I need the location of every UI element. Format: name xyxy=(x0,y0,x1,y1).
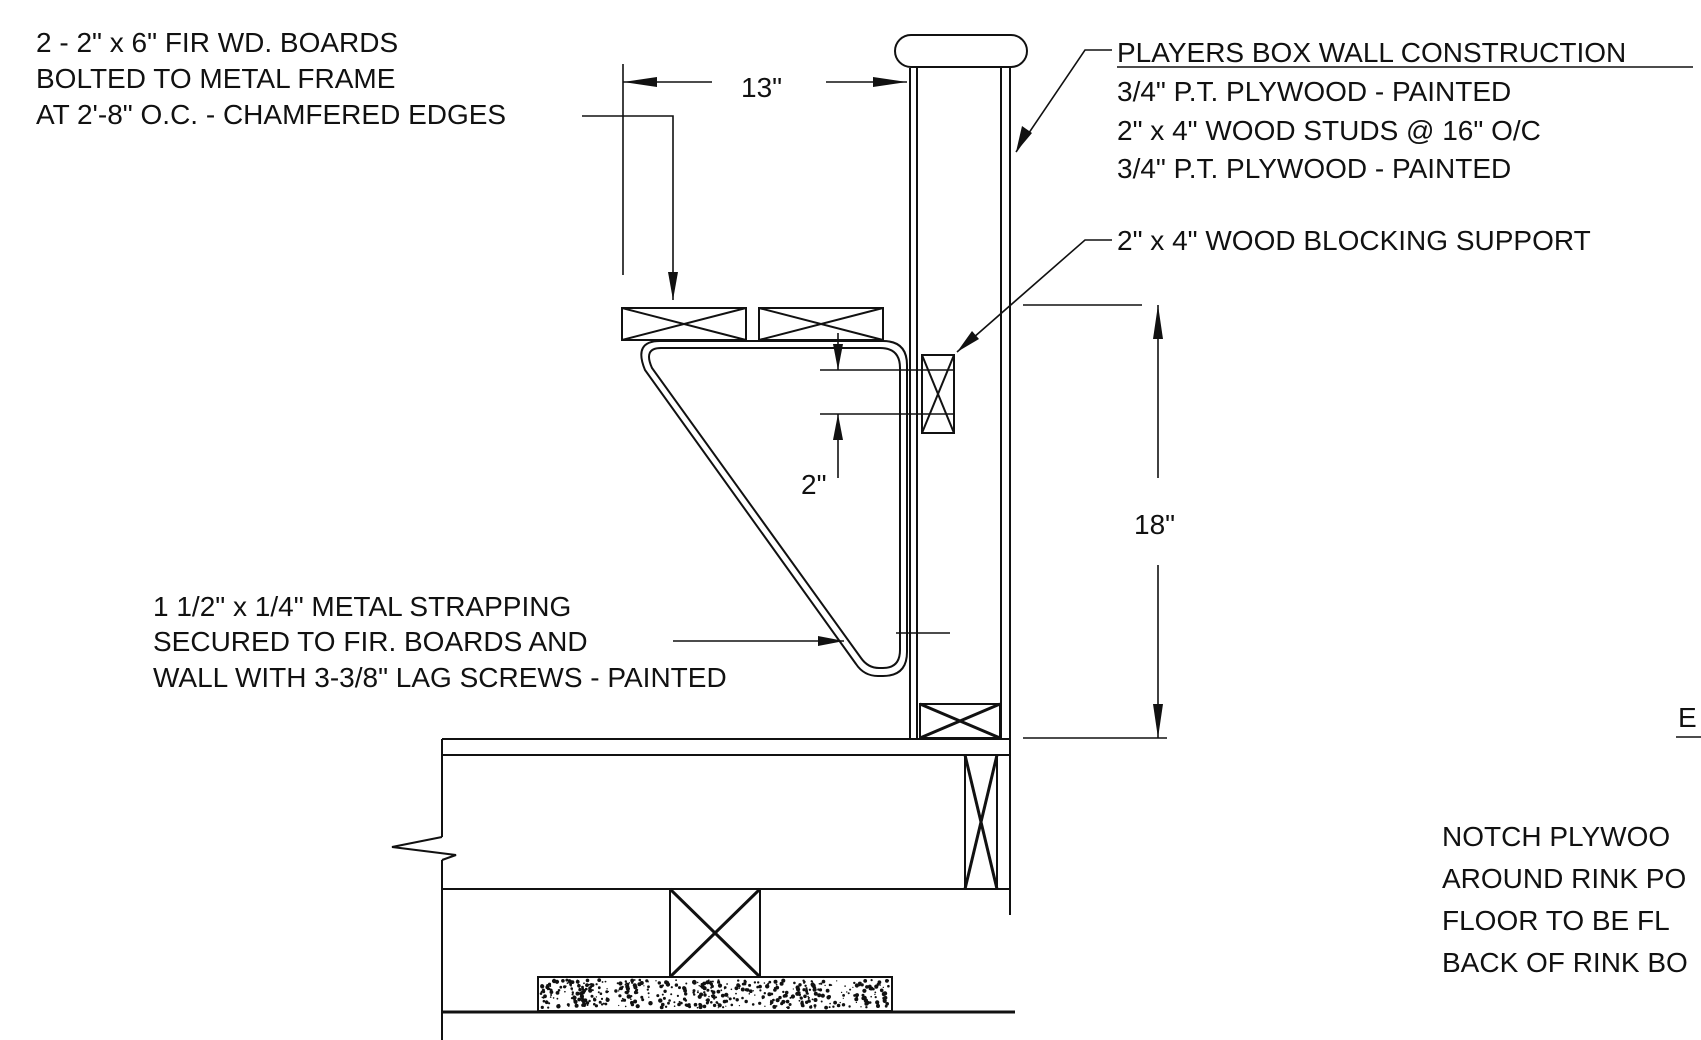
bench-assembly xyxy=(621,307,908,677)
wall-construction-title: PLAYERS BOX WALL CONSTRUCTION xyxy=(1117,37,1626,68)
players-box-wall xyxy=(894,34,1028,915)
floor-assembly xyxy=(391,738,1015,1040)
dimension-13-label: 13" xyxy=(741,72,782,103)
leader-lines xyxy=(582,49,1112,646)
wall-cap-rail xyxy=(894,34,1028,68)
wall-layer-3: 3/4" P.T. PLYWOOD - PAINTED xyxy=(1117,153,1511,184)
dimension-18-label: 18" xyxy=(1134,509,1175,540)
boards-note-line-3: AT 2'-8" O.C. - CHAMFERED EDGES xyxy=(36,99,506,130)
strapping-note-line-2: SECURED TO FIR. BOARDS AND xyxy=(153,626,588,657)
strapping-note-line-1: 1 1/2" x 1/4" METAL STRAPPING xyxy=(153,591,571,622)
notch-callout: NOTCH PLYWOO AROUND RINK PO FLOOR TO BE … xyxy=(1442,821,1688,978)
cut-off-label: E xyxy=(1676,702,1701,738)
boards-note-line-2: BOLTED TO METAL FRAME xyxy=(36,63,395,94)
wood-blocking-block xyxy=(921,354,955,434)
strapping-note-line-3: WALL WITH 3-3/8" LAG SCREWS - PAINTED xyxy=(153,662,727,693)
wall-callout: PLAYERS BOX WALL CONSTRUCTION 3/4" P.T. … xyxy=(1117,37,1693,184)
boards-note-line-1: 2 - 2" x 6" FIR WD. BOARDS xyxy=(36,27,398,58)
notch-note-line-4: BACK OF RINK BO xyxy=(1442,947,1688,978)
boards-callout: 2 - 2" x 6" FIR WD. BOARDS BOLTED TO MET… xyxy=(36,27,506,130)
concrete-aggregate xyxy=(539,978,890,1010)
dimension-18: 18" xyxy=(1023,304,1175,739)
dimension-2-label: 2" xyxy=(801,469,827,500)
metal-strapping-inner xyxy=(648,347,901,669)
strapping-callout: 1 1/2" x 1/4" METAL STRAPPING SECURED TO… xyxy=(153,591,727,693)
dimension-2: 2" xyxy=(801,333,954,634)
rim-joist xyxy=(964,754,998,890)
dimension-13: 13" xyxy=(622,64,907,275)
notch-note-line-1: NOTCH PLYWOO xyxy=(1442,821,1670,852)
notch-note-line-2: AROUND RINK PO xyxy=(1442,863,1686,894)
wall-layer-1: 3/4" P.T. PLYWOOD - PAINTED xyxy=(1117,76,1511,107)
notch-note-line-3: FLOOR TO BE FL xyxy=(1442,905,1670,936)
metal-strapping-outer xyxy=(640,340,908,677)
blocking-note: 2" x 4" WOOD BLOCKING SUPPORT xyxy=(1117,225,1591,256)
wall-layer-2: 2" x 4" WOOD STUDS @ 16" O/C xyxy=(1117,115,1541,146)
cut-off-label-text: E xyxy=(1678,702,1697,733)
